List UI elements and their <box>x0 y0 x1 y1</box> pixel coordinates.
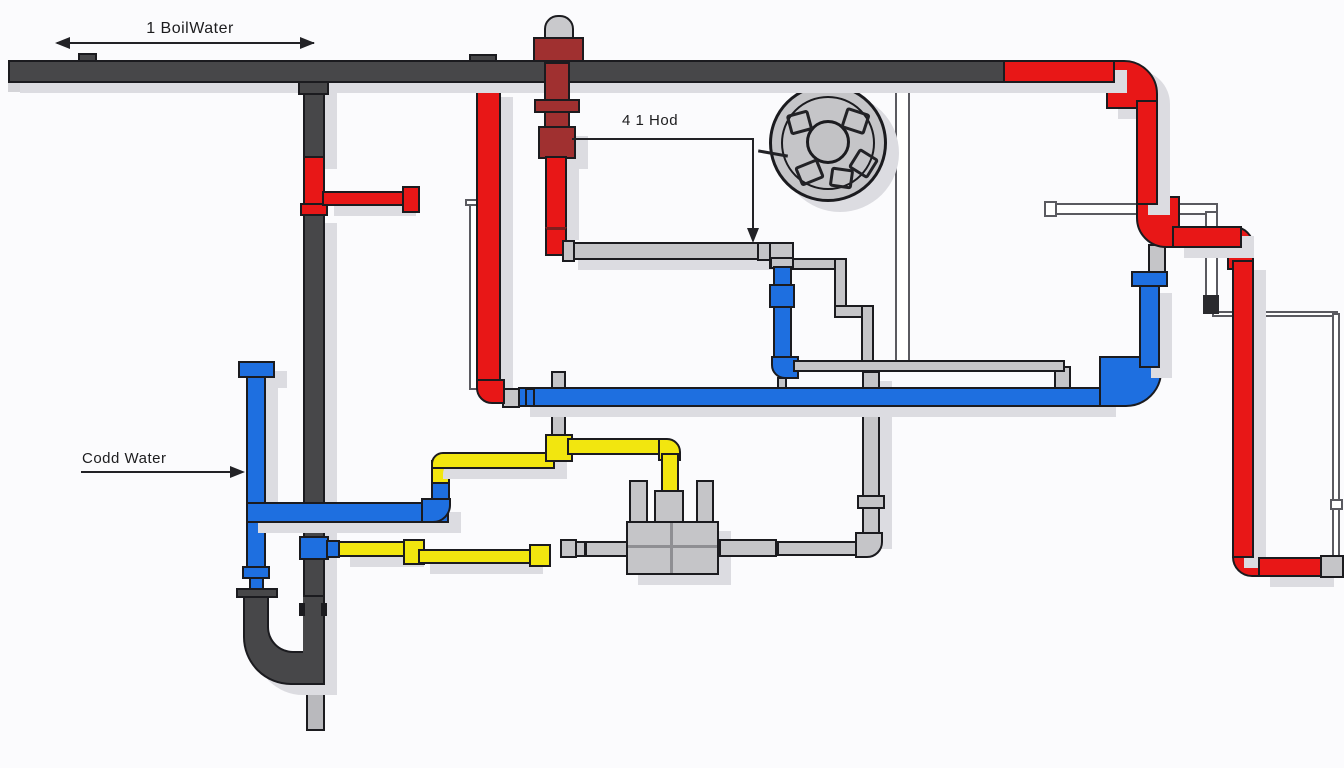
cold-water-leader-line <box>81 471 233 473</box>
hot-water-label: 1 BoilWater <box>146 20 234 37</box>
yellow-lower-2 <box>418 549 531 564</box>
red-vertical-4 <box>1232 260 1254 558</box>
red-end-gray-fitting <box>1320 555 1344 578</box>
wheel-ring <box>781 96 875 190</box>
union-tick <box>584 542 587 556</box>
pump-right-pipe <box>777 541 864 556</box>
red-horizontal-bottom <box>1258 557 1322 577</box>
head-leader-line-h <box>572 138 754 140</box>
red-tee-base <box>300 203 328 216</box>
red-elbow-1 <box>476 379 505 404</box>
mid-gray-horizontal <box>793 360 1065 372</box>
red-horizontal-right <box>1172 226 1242 248</box>
thin-vertical-far <box>1332 313 1340 557</box>
red-branch-cap <box>402 186 420 213</box>
red-vertical-3 <box>1136 100 1158 205</box>
wheel-hub <box>806 120 850 164</box>
pipe-shading <box>8 83 1005 92</box>
blue-drop-pipe <box>773 266 792 364</box>
pump-elbow-up <box>855 532 883 558</box>
dimension-arrow-right <box>300 37 315 49</box>
coupling-tick <box>299 603 305 616</box>
blue-collar-on-drain <box>299 536 329 560</box>
yellow-lower-1 <box>338 541 412 557</box>
pump-body-line <box>670 523 673 573</box>
red-vertical-1 <box>476 87 501 387</box>
z-pipe-v1 <box>834 258 847 310</box>
thin-horizontal-far <box>1212 311 1338 317</box>
yellow-end-cap <box>529 544 551 567</box>
blue-main-pipe <box>518 387 1104 407</box>
drain-flange <box>236 588 278 598</box>
trap-u-bend-inner <box>267 593 303 653</box>
upper-gray-horizontal <box>566 242 764 260</box>
blue-elbow-up <box>421 498 451 523</box>
thin-left-cap <box>1044 201 1057 217</box>
blue-right-flange <box>1131 271 1168 287</box>
yellow-horizontal-right <box>567 438 665 455</box>
cold-water-label: Codd Water <box>82 450 167 467</box>
dimension-line <box>57 42 314 44</box>
cold-water-arrow <box>230 466 245 478</box>
valve-body <box>544 62 570 103</box>
thin-horizontal-right <box>1046 203 1218 215</box>
blue-collar <box>525 388 535 407</box>
head-leader-line-v <box>752 138 754 232</box>
gray-collar <box>562 240 575 262</box>
red-branch <box>322 191 404 206</box>
head-arrow-down <box>747 228 759 243</box>
thin-vertical-center <box>895 81 910 367</box>
cold-branch-horizontal <box>246 502 449 523</box>
z-pipe-v2 <box>861 305 874 365</box>
pump-inlet-block <box>654 490 684 524</box>
top-red-pipe <box>1003 60 1115 83</box>
pipe-collar <box>298 81 329 95</box>
red-vertical-2 <box>545 156 567 230</box>
cold-inlet-riser <box>246 376 266 510</box>
drain-tail-pipe <box>306 681 325 731</box>
top-main-pipe <box>8 60 1005 83</box>
riser-union <box>857 495 885 509</box>
pump-right-outlet <box>719 539 777 557</box>
blue-coupling <box>769 284 795 308</box>
wheel-spoke <box>828 166 855 190</box>
yellow-horizontal-left <box>431 452 555 469</box>
valve-lower-block <box>538 126 576 159</box>
cold-inlet-lower <box>246 519 266 569</box>
valve-flange <box>534 99 580 113</box>
dimension-arrow-left <box>55 37 70 49</box>
thin-valve-tick <box>1330 499 1343 510</box>
blue-right-riser <box>1139 283 1160 368</box>
coupling-tick <box>321 603 327 616</box>
head-label: 4 1 Hod <box>622 112 679 129</box>
thin-dark-cap <box>1203 295 1219 314</box>
